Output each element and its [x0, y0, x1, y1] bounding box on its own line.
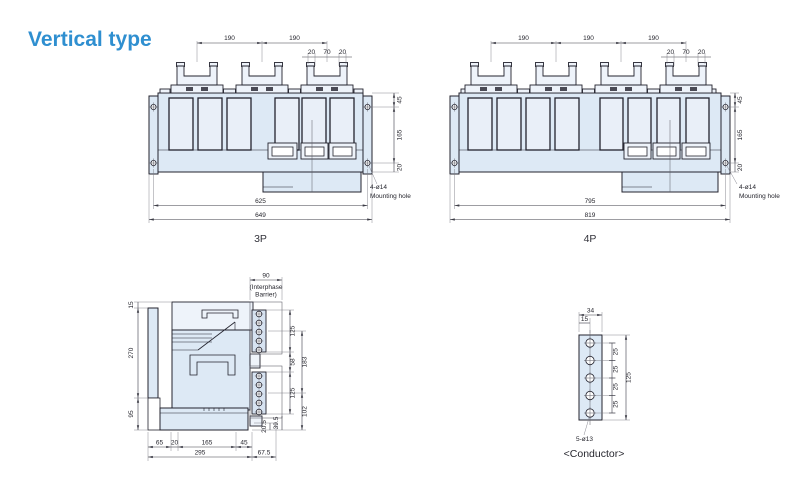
terminal-clamps-4p [464, 62, 713, 94]
breaker-body-3p [148, 62, 373, 193]
dim-label: 165 [737, 129, 744, 140]
dim-label: 165 [202, 440, 213, 447]
dim-label: 20 [339, 49, 347, 56]
mounting-hole-note: Mounting hole [739, 193, 780, 200]
dimensions-conductor: 34 15 25 25 25 25 125 5-ø13 [576, 308, 633, 444]
dim-label: 15 [128, 301, 135, 309]
dimensions-3p: 190 190 20 70 20 45 165 20 [148, 35, 411, 223]
dim-label: 795 [585, 198, 596, 205]
dim-label: 625 [255, 198, 266, 205]
bottom-terminal-pads-4p [623, 142, 711, 160]
pole-slots-3p [168, 97, 355, 151]
dim-label: 25 [613, 348, 620, 356]
dim-label: 190 [224, 35, 235, 42]
dim-label: 34 [587, 308, 595, 315]
dimensions-side: 90 (Interphase Barrier) 15 270 95 65 20 [128, 273, 309, 461]
mounting-hole-note: Mounting hole [370, 193, 411, 200]
dim-label: 90 [262, 273, 270, 280]
dim-label: 165 [397, 129, 404, 140]
dim-label: 20.5 [261, 420, 268, 433]
dim-label: 25 [613, 383, 620, 391]
dim-label: 190 [648, 35, 659, 42]
dim-label: 190 [289, 35, 300, 42]
dim-label: 45 [240, 440, 248, 447]
dim-label: 295 [195, 450, 206, 457]
dimensions-4p: 190 190 190 20 70 20 45 165 20 [449, 35, 780, 223]
front-view-4p: 190 190 190 20 70 20 45 165 20 [449, 35, 780, 245]
terminal-clamps-3p [170, 62, 354, 94]
bottom-terminal-pads-3p [267, 142, 357, 160]
dim-label: 58 [290, 358, 297, 366]
dim-label: 67.5 [258, 450, 271, 457]
interphase-note: (Interphase [250, 284, 283, 291]
interphase-barrier [249, 301, 283, 419]
dim-label: 20 [171, 440, 179, 447]
dim-label: 125 [290, 387, 297, 398]
dim-label: 20 [308, 49, 316, 56]
pole-slots-4p [467, 97, 710, 151]
side-view: 90 (Interphase Barrier) 15 270 95 65 20 [128, 273, 309, 461]
dim-label: 45 [737, 96, 744, 104]
breaker-body-4p [449, 62, 731, 193]
dim-label: 20 [397, 164, 404, 172]
dim-label: 20 [737, 164, 744, 172]
side-body [147, 301, 283, 431]
dim-label: 125 [290, 325, 297, 336]
terminal-conductor-stack [251, 309, 267, 417]
dim-label: 15 [581, 316, 589, 323]
dim-label: 190 [518, 35, 529, 42]
conductor-view: 34 15 25 25 25 25 125 5-ø13 <Conducto [564, 308, 633, 461]
dim-label: 649 [255, 212, 266, 219]
dim-label: 70 [682, 49, 690, 56]
dim-label: 190 [583, 35, 594, 42]
mounting-hole-note: 4-ø14 [370, 184, 387, 191]
view-label-3p: 3P [254, 233, 267, 245]
dim-label: 25 [613, 365, 620, 373]
dim-label: 102 [302, 406, 309, 417]
dim-label: 70 [323, 49, 331, 56]
dim-label: 125 [626, 372, 633, 383]
page-title: Vertical type [28, 28, 152, 51]
dim-label: 45 [397, 96, 404, 104]
hole-note: 5-ø13 [576, 436, 593, 443]
conductor-caption: <Conductor> [564, 448, 625, 460]
mounting-hole-note: 4-ø14 [739, 184, 756, 191]
front-view-3p: 190 190 20 70 20 45 165 20 [148, 35, 411, 245]
dim-label: 25 [613, 400, 620, 408]
dim-label: 183 [302, 356, 309, 367]
dim-label: 270 [128, 347, 135, 358]
dim-label: 65 [156, 440, 164, 447]
interphase-note: Barrier) [255, 292, 277, 299]
dim-label: 20 [667, 49, 675, 56]
dim-label: 819 [585, 212, 596, 219]
dim-label: 39.5 [273, 416, 280, 429]
view-label-4p: 4P [584, 233, 597, 245]
conductor-plate [578, 330, 603, 425]
dim-label: 95 [128, 410, 135, 418]
dim-label: 20 [698, 49, 706, 56]
